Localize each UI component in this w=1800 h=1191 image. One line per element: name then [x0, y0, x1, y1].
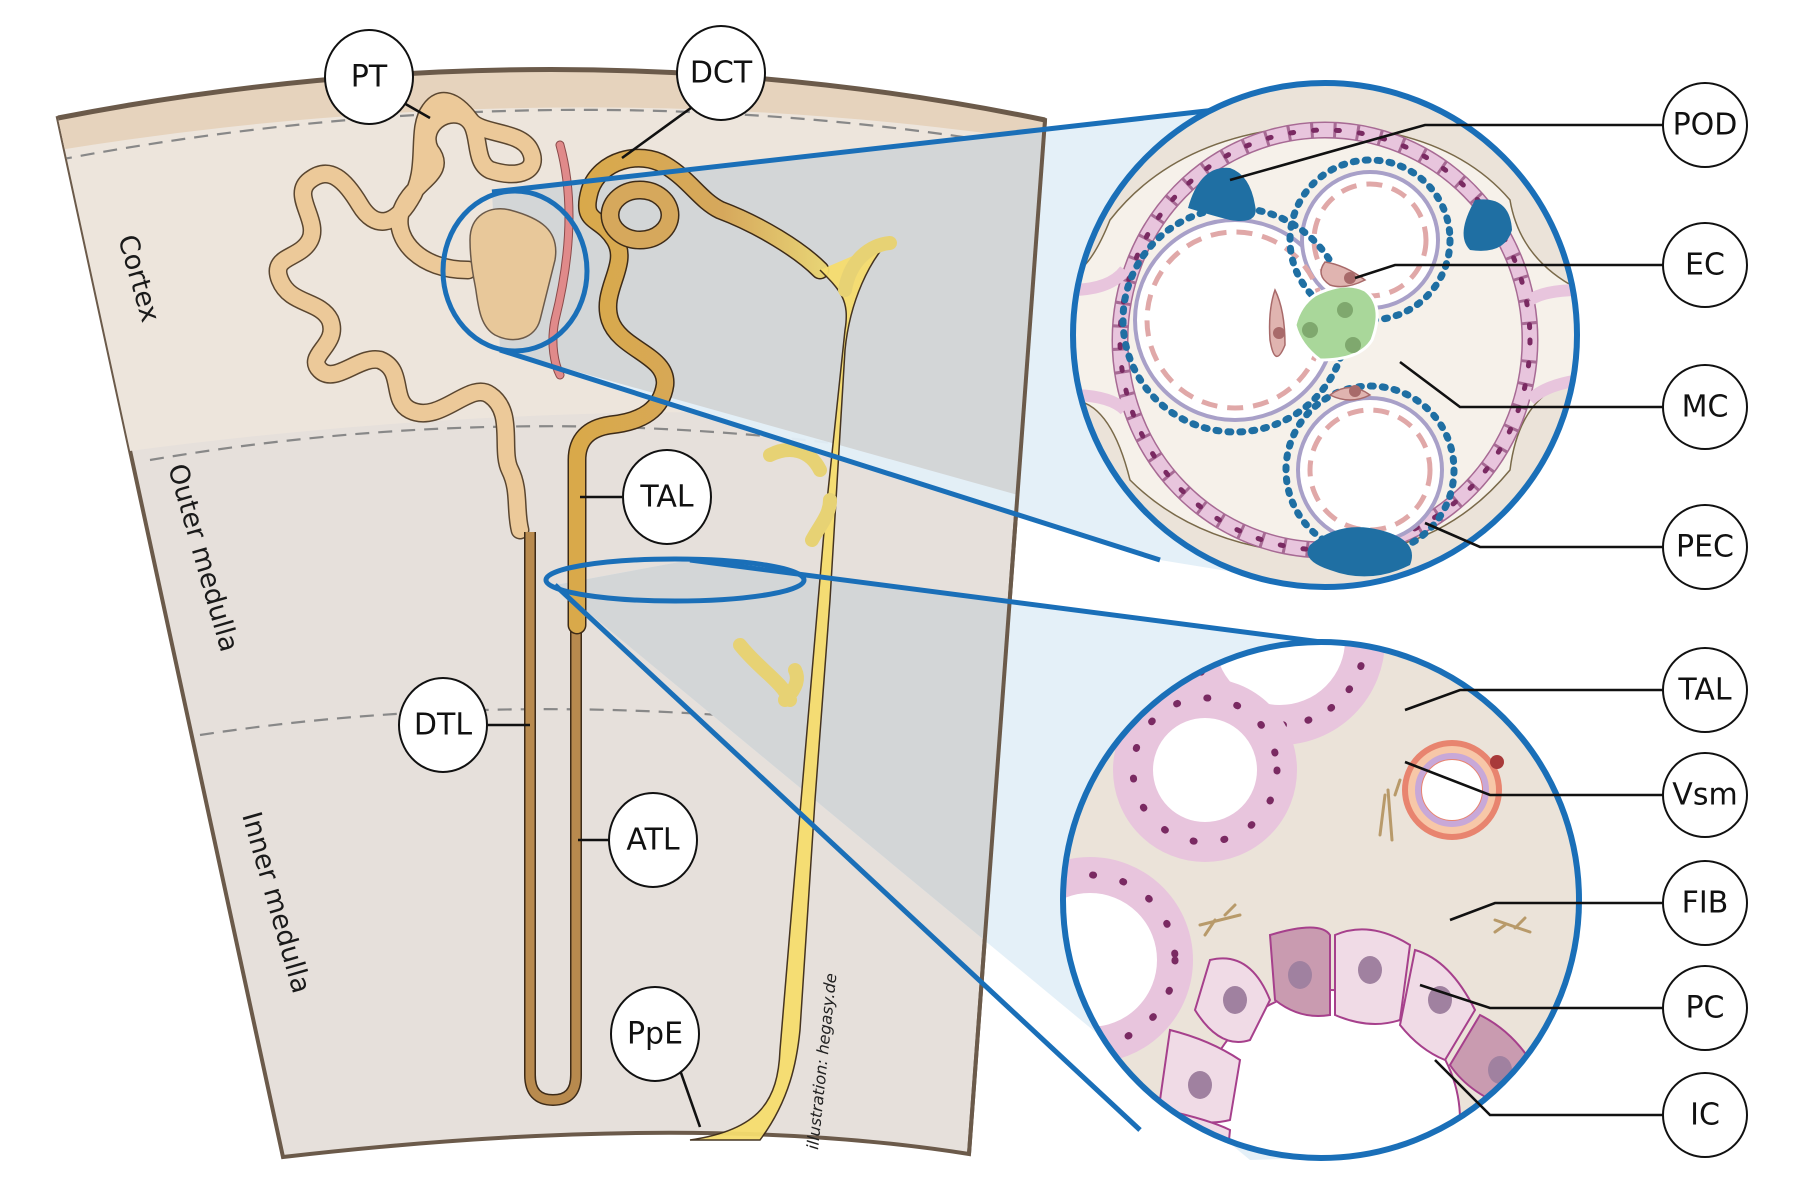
svg-text:EC: EC [1685, 248, 1725, 283]
collecting-duct [689, 239, 891, 1141]
label-pod: POD [1662, 82, 1748, 168]
label-ec: EC [1662, 222, 1748, 308]
collecting-duct-branch [805, 493, 837, 547]
label-tal-inset: TAL [1662, 647, 1748, 733]
nephron [268, 91, 897, 1141]
zoom-outlines [440, 107, 1322, 1132]
collecting-duct-branch [763, 443, 827, 477]
label-atl: ATL [608, 792, 698, 888]
svg-text:TAL: TAL [639, 480, 694, 515]
label-fib: FIB [1662, 860, 1748, 946]
label-dtl: DTL [398, 677, 488, 773]
medulla-inset-ring [1060, 639, 1582, 1161]
fibroblasts [1198, 778, 1532, 937]
svg-text:PEC: PEC [1676, 530, 1734, 565]
capsule-dashed-line [58, 108, 1045, 162]
glomerulus [469, 208, 557, 341]
podocytes [1188, 167, 1512, 577]
label-ppe: PpE [610, 986, 700, 1082]
label-pec: PEC [1662, 504, 1748, 590]
label-dct: DCT [676, 25, 766, 121]
capsule-band [58, 69, 1045, 160]
svg-text:TAL: TAL [1677, 673, 1732, 708]
endothelial-cells [1268, 261, 1372, 401]
label-tal-nephron: TAL [622, 449, 712, 545]
svg-text:Vsm: Vsm [1672, 778, 1737, 813]
glomerulus-inset-ring [1070, 80, 1580, 590]
collecting-duct-branch [838, 236, 897, 297]
svg-text:ATL: ATL [626, 823, 680, 858]
svg-text:POD: POD [1673, 108, 1738, 143]
cortex-medulla-boundary [149, 425, 981, 467]
leader-lines [394, 96, 1663, 1128]
svg-text:PpE: PpE [627, 1017, 683, 1052]
svg-text:DTL: DTL [414, 708, 472, 743]
svg-text:MC: MC [1682, 390, 1729, 425]
collecting-duct-branch [778, 663, 804, 707]
label-pt: PT [324, 29, 414, 125]
label-ic: IC [1662, 1072, 1748, 1158]
svg-text:DCT: DCT [690, 56, 753, 91]
svg-text:PC: PC [1685, 991, 1724, 1026]
label-mc: MC [1662, 364, 1748, 450]
label-pc: PC [1662, 965, 1748, 1051]
medulla-zoom-ring [543, 556, 807, 604]
svg-text:PT: PT [351, 60, 388, 95]
label-bubbles: PT DCT TAL DTL ATL PpE POD EC MC PEC TAL… [324, 25, 1748, 1158]
svg-text:IC: IC [1690, 1098, 1720, 1133]
svg-text:FIB: FIB [1682, 886, 1729, 921]
label-vsm: Vsm [1662, 752, 1748, 838]
glomerulus-inset [1070, 80, 1580, 590]
zoom-shadow [492, 110, 1045, 1157]
